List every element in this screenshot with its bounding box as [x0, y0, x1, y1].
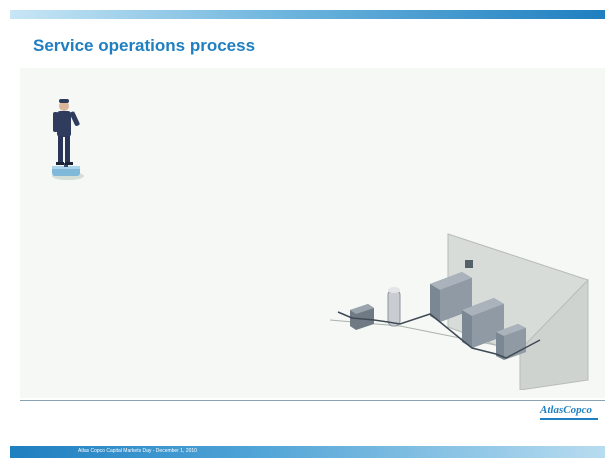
footer-divider	[20, 400, 605, 401]
logo-underline	[540, 418, 598, 420]
slide-title: Service operations process	[33, 36, 256, 55]
top-bar	[10, 10, 605, 19]
service-technician-icon	[52, 99, 84, 180]
footer-text: Atlas Copco Capital Markets Day - Decemb…	[78, 448, 197, 454]
bottom-bar	[10, 446, 605, 458]
compressor-room-icon	[330, 233, 589, 390]
logo-text: AtlasCopco	[540, 404, 592, 416]
atlas-copco-logo: AtlasCopco	[540, 404, 602, 426]
